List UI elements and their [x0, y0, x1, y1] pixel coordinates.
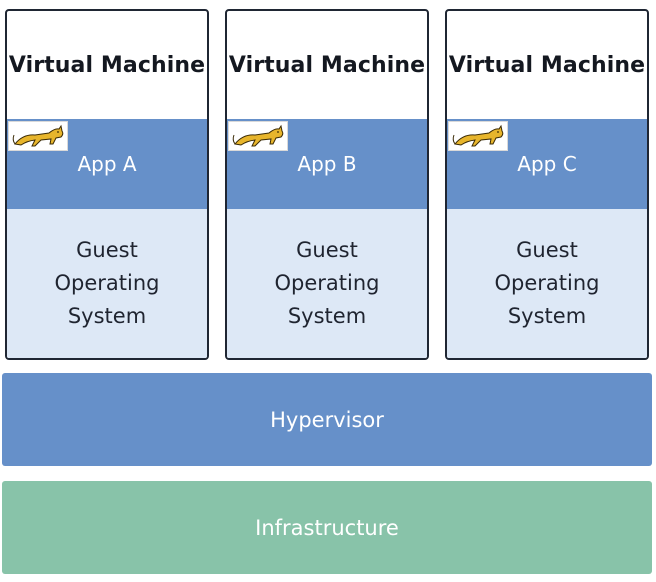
- vm-title: Virtual Machine: [448, 52, 646, 78]
- app-layer-b: App B: [227, 119, 427, 209]
- vm-title: Virtual Machine: [8, 52, 206, 78]
- infrastructure-label: Infrastructure: [255, 515, 399, 540]
- app-label: App C: [517, 152, 577, 176]
- app-label: App B: [297, 152, 357, 176]
- tomcat-logo-icon: [228, 121, 288, 151]
- tomcat-logo-icon: [8, 121, 68, 151]
- app-layer-a: App A: [7, 119, 207, 209]
- app-layer-c: App C: [447, 119, 647, 209]
- virtual-machine-box-c: Virtual Machine App C Guest Operating Sy…: [445, 9, 649, 360]
- app-label: App A: [77, 152, 137, 176]
- hypervisor-label: Hypervisor: [270, 407, 384, 432]
- tomcat-logo-icon: [448, 121, 508, 151]
- infrastructure-layer: Infrastructure: [2, 481, 652, 574]
- guest-os-layer-c: Guest Operating System: [447, 209, 647, 358]
- guest-os-layer-a: Guest Operating System: [7, 209, 207, 358]
- virtual-machine-box-b: Virtual Machine App B Guest Operating Sy…: [225, 9, 429, 360]
- hypervisor-layer: Hypervisor: [2, 373, 652, 466]
- vm-title: Virtual Machine: [228, 52, 426, 78]
- virtual-machine-box-a: Virtual Machine App A Guest Operating Sy…: [5, 9, 209, 360]
- guest-os-layer-b: Guest Operating System: [227, 209, 427, 358]
